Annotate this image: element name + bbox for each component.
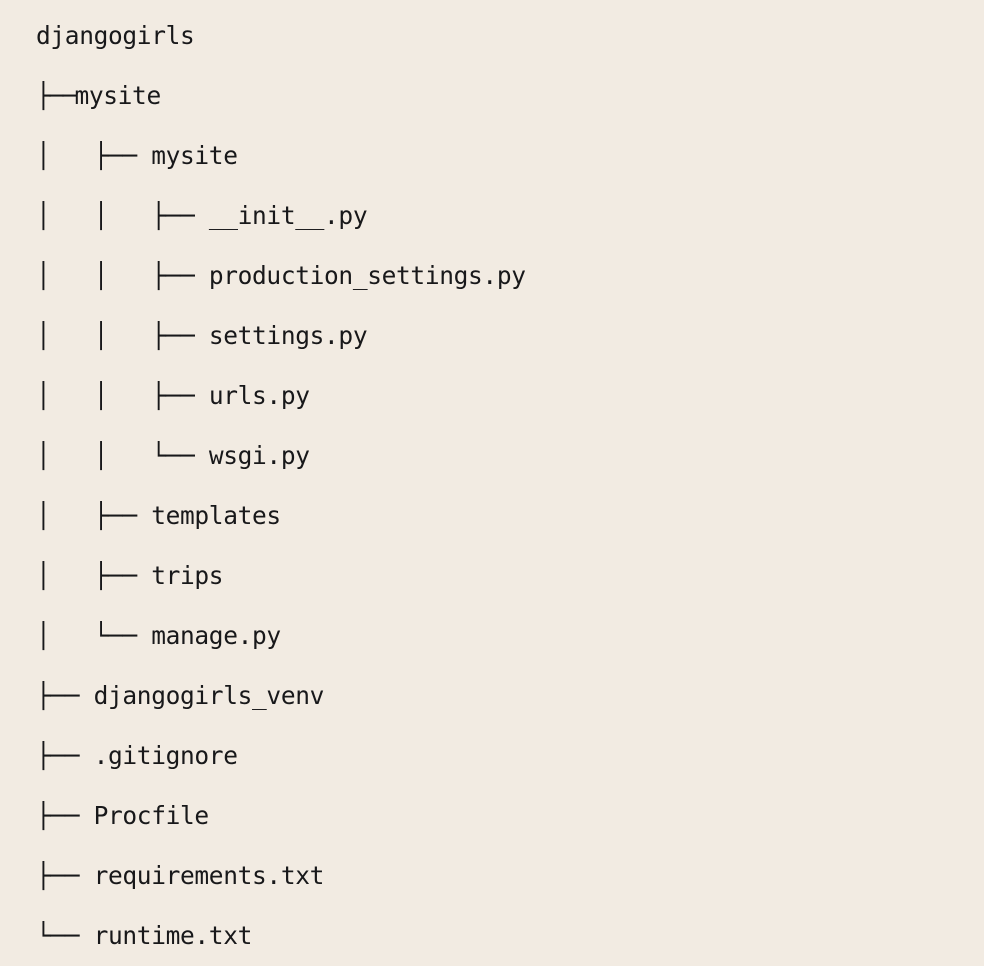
tree-file-name: runtime.txt [93,921,253,950]
tree-file-name: .gitignore [93,741,238,770]
tree-branch-connector-icon: │ ├── [36,141,152,170]
tree-line: ├── requirements.txt [36,846,984,906]
tree-line: │ │ └── wsgi.py [36,426,984,486]
tree-line: djangogirls [36,6,984,66]
tree-branch-connector-icon: │ │ └── [36,441,209,470]
tree-branch-connector-icon: │ │ ├── [36,201,209,230]
tree-line: │ └── manage.py [36,606,984,666]
tree-file-name: settings.py [208,321,368,350]
tree-line: │ │ ├── __init__.py [36,186,984,246]
tree-directory-name: mysite [151,141,238,170]
tree-branch-connector-icon: │ │ ├── [36,261,209,290]
tree-branch-connector-icon: │ ├── [36,561,152,590]
tree-line: │ ├── templates [36,486,984,546]
tree-file-name: urls.py [208,381,310,410]
tree-line: ├── djangogirls_venv [36,666,984,726]
tree-line: │ │ ├── production_settings.py [36,246,984,306]
tree-line: │ │ ├── urls.py [36,366,984,426]
tree-branch-connector-icon: ├── [36,741,94,770]
tree-directory-name: mysite [74,81,161,110]
tree-line: │ │ ├── settings.py [36,306,984,366]
tree-branch-connector-icon: ├── [36,801,94,830]
tree-line: ├── Procfile [36,786,984,846]
tree-line: ├──mysite [36,66,984,126]
tree-file-name: Procfile [93,801,210,830]
tree-branch-connector-icon: │ │ ├── [36,381,209,410]
tree-file-name: __init__.py [208,201,368,230]
tree-line: └── runtime.txt [36,906,984,966]
tree-line: ├── .gitignore [36,726,984,786]
tree-file-name: wsgi.py [208,441,310,470]
tree-branch-connector-icon: └── [36,921,94,950]
tree-file-name: manage.py [151,621,281,650]
tree-branch-connector-icon: ├── [36,861,94,890]
tree-directory-name: djangogirls [36,21,195,50]
tree-directory-name: templates [151,501,281,530]
tree-directory-name: djangogirls_venv [93,681,325,710]
tree-branch-connector-icon: │ ├── [36,501,152,530]
tree-branch-connector-icon: ├── [36,681,94,710]
tree-file-name: production_settings.py [208,261,526,290]
tree-branch-connector-icon: │ └── [36,621,152,650]
tree-file-name: requirements.txt [93,861,325,890]
tree-directory-name: trips [151,561,224,590]
tree-line: │ ├── trips [36,546,984,606]
tree-branch-connector-icon: │ │ ├── [36,321,209,350]
tree-line: │ ├── mysite [36,126,984,186]
tree-branch-connector-icon: ├── [36,81,77,110]
